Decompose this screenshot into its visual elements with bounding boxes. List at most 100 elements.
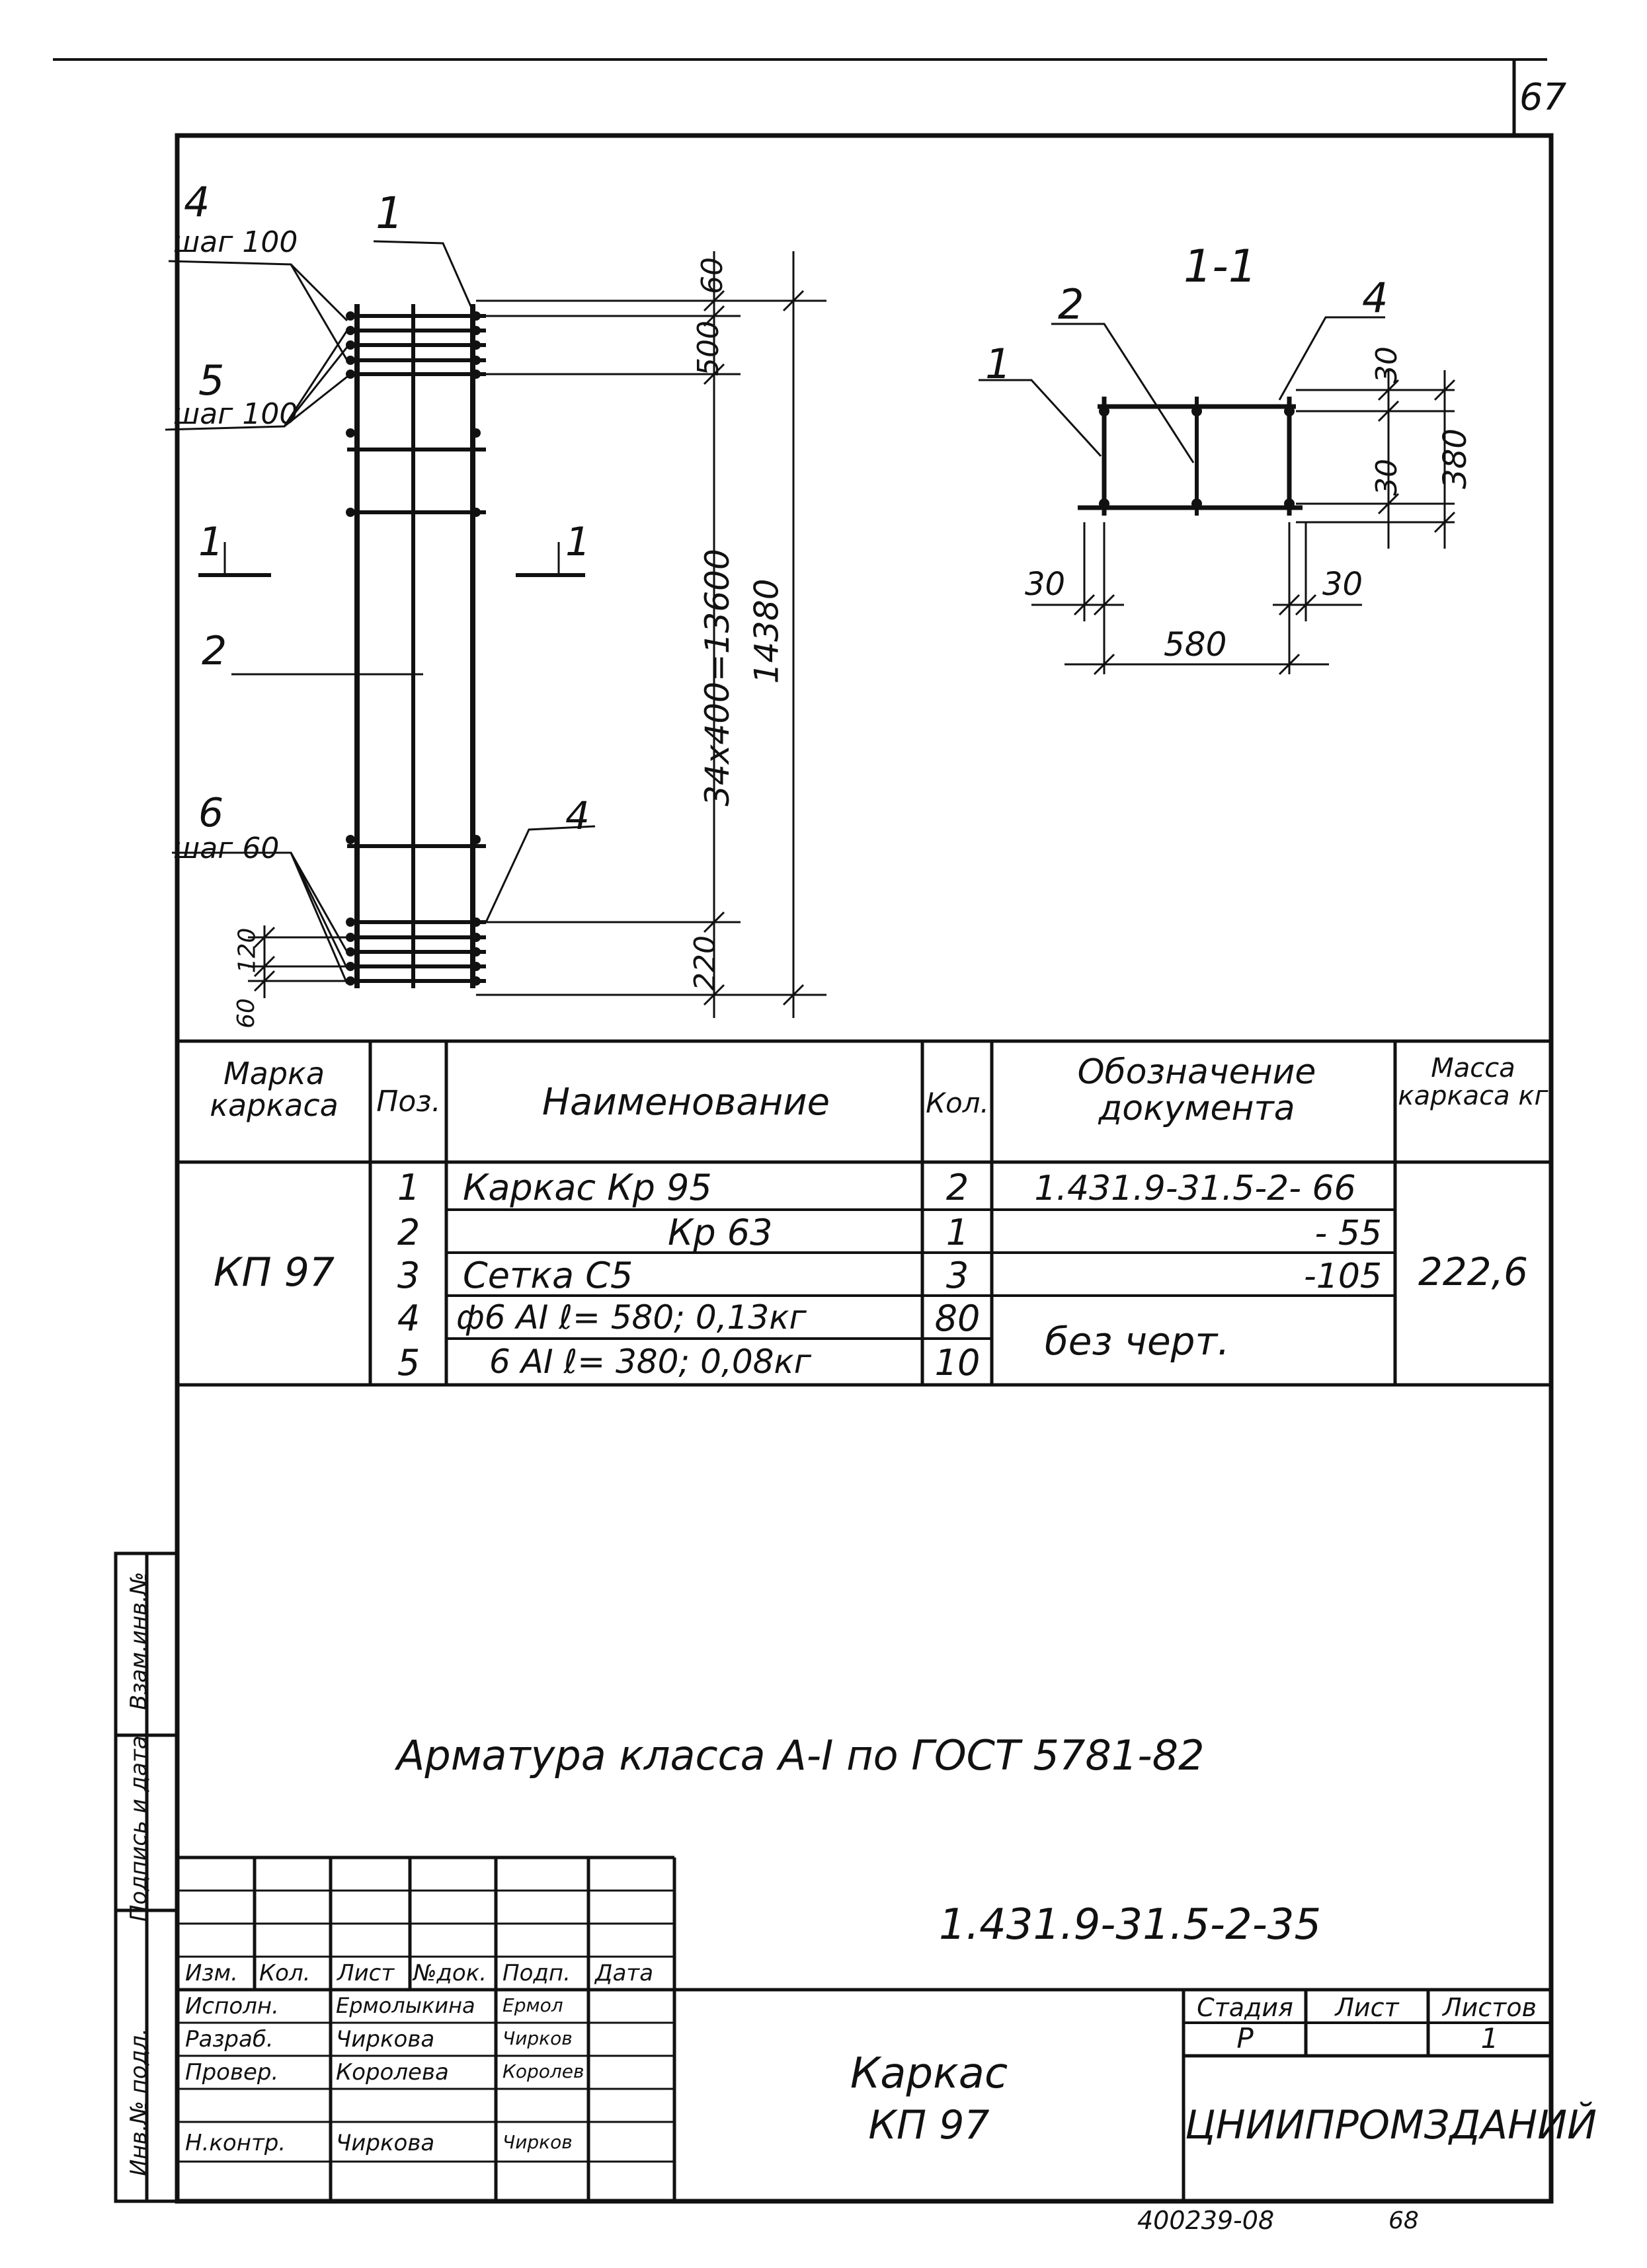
section-dim-380: 380 xyxy=(1436,428,1474,489)
title-block-grid xyxy=(177,1856,1551,2201)
side-vzam: Взам.инв.№ xyxy=(126,1571,152,1710)
dim-60-top: 60 xyxy=(696,257,729,294)
section-callout-4: 4 xyxy=(1362,274,1388,322)
callout-pos-5: 5 xyxy=(198,356,225,405)
section-dim-30-top: 30 xyxy=(1370,346,1404,383)
section-callout-2: 2 xyxy=(1058,280,1084,329)
section-dim-30-mid: 30 xyxy=(1370,459,1404,496)
dim-60-bottom: 60 xyxy=(232,998,260,1029)
dim-34x400: 34x400=13600 xyxy=(698,549,737,806)
drawing-title-2: КП 97 xyxy=(868,2102,990,2148)
side-stamp-grid xyxy=(114,1551,179,2203)
spec-table-grid xyxy=(177,1039,1551,1387)
stage-label: Стадия xyxy=(1197,1993,1293,2022)
row-2-doc: - 55 xyxy=(1314,1214,1382,1253)
callout-pos-4-pitch: шаг 100 xyxy=(173,225,298,259)
header-mark-text: Марка каркаса xyxy=(210,1056,339,1124)
row-1-qty: 2 xyxy=(945,1167,969,1208)
doc-code: 1.431.9-31.5-2-35 xyxy=(939,1900,1322,1949)
row-4-qty: 80 xyxy=(934,1298,981,1339)
frame-mark: КП 97 xyxy=(213,1249,335,1296)
callout-pos-4-bottom: 4 xyxy=(565,793,590,838)
sign-ispoln: Ермол xyxy=(502,1994,563,2016)
col-izm: Изм. xyxy=(185,1960,238,1986)
col-ndok: №док. xyxy=(413,1960,487,1986)
role-razrab: Разраб. xyxy=(185,2026,274,2053)
leader-lines xyxy=(165,240,596,984)
row-1-name: Каркас Кр 95 xyxy=(463,1167,712,1208)
callout-pos-1: 1 xyxy=(376,188,403,239)
row-1-pos: 1 xyxy=(397,1167,421,1208)
section-callout-1: 1 xyxy=(985,340,1012,388)
section-dim-30-right: 30 xyxy=(1322,566,1363,603)
dim-14380: 14380 xyxy=(747,578,786,684)
header-name: Наименование xyxy=(542,1081,830,1124)
dim-500: 500 xyxy=(691,321,725,376)
header-mass-text: Масса каркаса кг xyxy=(1398,1053,1548,1111)
doc-merged: без черт. xyxy=(1045,1319,1230,1364)
row-2-pos: 2 xyxy=(397,1212,421,1253)
row-3-doc: -105 xyxy=(1303,1257,1382,1296)
col-podp: Подп. xyxy=(502,1960,571,1986)
section-dim-30-left: 30 xyxy=(1025,566,1066,603)
header-doc-text: Обозначение документа xyxy=(1077,1052,1316,1128)
name-razrab: Чиркова xyxy=(336,2026,435,2053)
callout-pos-6-pitch: шаг 60 xyxy=(173,832,280,865)
row-2-qty: 1 xyxy=(945,1212,969,1253)
callout-pos-5-pitch: шаг 100 xyxy=(173,397,298,431)
role-prover: Провер. xyxy=(185,2059,279,2086)
elevation-view xyxy=(347,304,486,988)
header-mass: Масса каркаса кг xyxy=(1396,1054,1550,1110)
sign-razrab: Чирков xyxy=(502,2027,573,2049)
section-title: 1-1 xyxy=(1184,241,1258,293)
sheet-number: 67 xyxy=(1519,76,1567,119)
organization: ЦНИИПРОМЗДАНИЙ xyxy=(1185,2102,1597,2148)
section-mark-left: 1 xyxy=(198,519,224,565)
frame-mass: 222,6 xyxy=(1418,1249,1529,1294)
row-4-name: ф6 AI ℓ= 580; 0,13кг xyxy=(456,1298,807,1337)
material-note: Арматура класса А-I по ГОСТ 5781-82 xyxy=(397,1731,1205,1779)
header-qty: Кол. xyxy=(926,1087,989,1119)
sheets-label: Листов xyxy=(1443,1993,1537,2022)
callout-pos-2: 2 xyxy=(202,628,227,674)
col-kol: Кол. xyxy=(259,1960,311,1986)
sheet-label: Лист xyxy=(1335,1993,1399,2022)
section-dimensions xyxy=(979,316,1456,676)
role-nkontr: Н.контр. xyxy=(185,2130,286,2156)
row-5-pos: 5 xyxy=(397,1342,421,1384)
dim-120: 120 xyxy=(233,927,261,974)
row-1-doc: 1.431.9-31.5-2- 66 xyxy=(1034,1169,1356,1208)
row-4-pos: 4 xyxy=(397,1298,421,1339)
header-pos: Поз. xyxy=(376,1085,441,1118)
dim-220: 220 xyxy=(688,935,722,991)
stage-value: Р xyxy=(1236,2022,1254,2054)
row-3-pos: 3 xyxy=(397,1255,421,1296)
name-ispoln: Ермолыкина xyxy=(336,1993,475,2018)
name-nkontr: Чиркова xyxy=(336,2130,435,2156)
callout-pos-6: 6 xyxy=(198,790,224,836)
role-ispoln: Исполн. xyxy=(185,1993,279,2019)
archive-number: 400239-08 xyxy=(1137,2206,1275,2235)
main-frame xyxy=(175,133,1554,2204)
sign-prover: Королев xyxy=(502,2060,584,2082)
sign-nkontr: Чирков xyxy=(502,2131,573,2153)
row-5-name: 6 AI ℓ= 380; 0,08кг xyxy=(489,1343,811,1381)
section-dim-580: 580 xyxy=(1164,625,1227,664)
bar-dots xyxy=(346,311,481,986)
side-sign-date: Подпись и дата xyxy=(126,1735,152,1922)
row-2-name: Кр 63 xyxy=(668,1212,773,1253)
sheets-value: 1 xyxy=(1480,2022,1499,2054)
row-3-name: Сетка С5 xyxy=(463,1255,633,1296)
header-doc: Обозначение документа xyxy=(998,1054,1395,1126)
drawing-title-1: Каркас xyxy=(850,2049,1008,2098)
side-inv-orig: Инв.№ подл. xyxy=(126,2028,152,2176)
callout-pos-4: 4 xyxy=(184,178,210,226)
page-number: 68 xyxy=(1388,2207,1419,2234)
name-prover: Королева xyxy=(336,2059,449,2086)
col-list: Лист xyxy=(337,1960,395,1986)
elevation-dimensions xyxy=(248,251,826,1018)
row-3-qty: 3 xyxy=(945,1255,969,1296)
header-mark: Марка каркаса xyxy=(180,1058,368,1122)
section-mark-right: 1 xyxy=(565,519,591,565)
